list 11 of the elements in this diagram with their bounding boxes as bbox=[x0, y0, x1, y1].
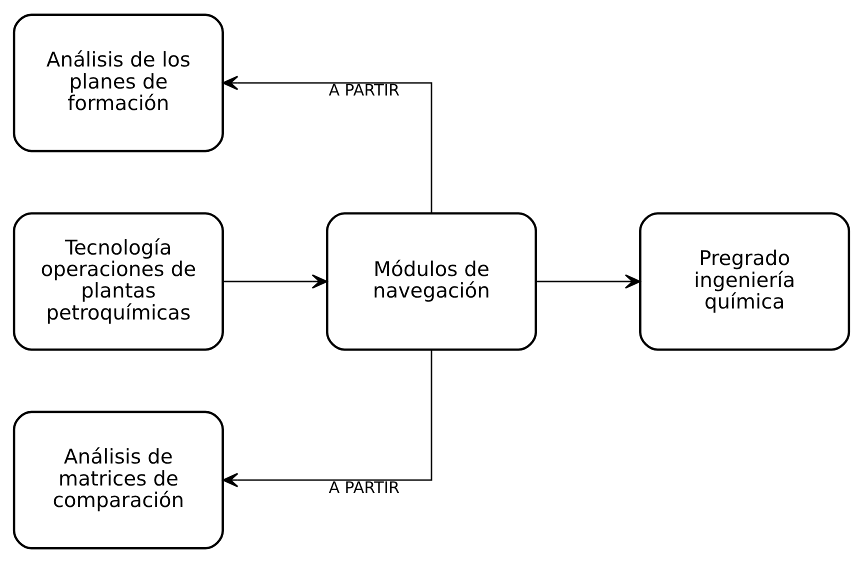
arrow bbox=[223, 274, 328, 289]
node-box: Pregrado ingeniería química bbox=[639, 212, 850, 351]
arrow bbox=[222, 76, 432, 214]
node-box: Módulos de navegación bbox=[326, 212, 538, 351]
edge-label: A PARTIR bbox=[328, 80, 400, 100]
node-box: Análisis de los planes de formación bbox=[12, 14, 224, 152]
node-box: Tecnología operaciones de plantas petroquímicas bbox=[12, 212, 224, 351]
arrow bbox=[222, 350, 432, 488]
edge-label: A PARTIR bbox=[328, 478, 400, 497]
arrow bbox=[536, 274, 641, 289]
node-box: Análisis de matrices de comparación bbox=[12, 410, 224, 550]
